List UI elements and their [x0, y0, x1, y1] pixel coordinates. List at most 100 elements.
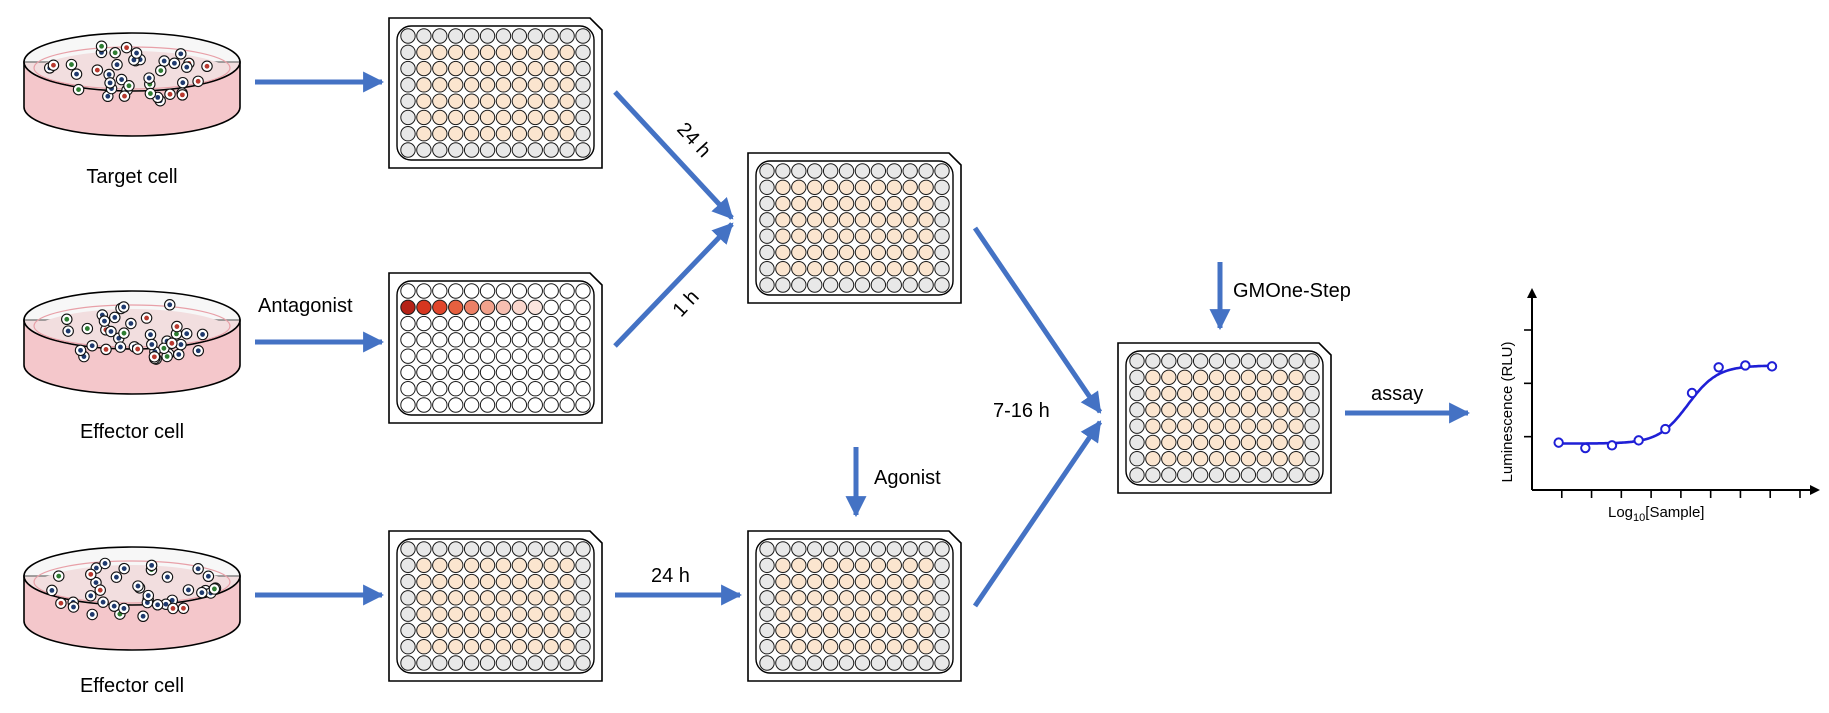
plate-well [416, 381, 432, 397]
cell-nucleus [88, 593, 94, 599]
cell-nucleus [107, 80, 113, 86]
plate-well [934, 244, 950, 261]
cell-nucleus [89, 343, 95, 349]
plate-inner-rim [396, 280, 595, 416]
plate-well [495, 126, 512, 142]
plate-well [807, 590, 823, 606]
plate-well [432, 93, 448, 109]
plate-well [870, 195, 887, 212]
plate-well [511, 557, 528, 573]
plate-well [495, 364, 512, 381]
plate-well [1224, 467, 1241, 483]
cell-nucleus [114, 62, 120, 68]
cell-nucleus [121, 330, 127, 336]
cell-nucleus [195, 566, 201, 572]
plate-well [448, 541, 464, 557]
plate-well [432, 655, 448, 671]
plate-well [416, 109, 432, 126]
plate-well [838, 244, 855, 261]
plate-well [902, 541, 918, 557]
plate-well [543, 622, 559, 639]
plate-well [527, 77, 543, 93]
plate-well [791, 163, 807, 179]
chart-axes [1527, 288, 1820, 495]
plate-well [511, 60, 528, 77]
plate-well [775, 244, 791, 261]
plate-well [400, 622, 416, 639]
plate-well [575, 381, 591, 397]
plate-well [432, 315, 448, 332]
plate-well [870, 573, 887, 590]
plate-well [807, 228, 823, 244]
cell-nucleus [204, 63, 210, 69]
cell-nucleus [78, 347, 83, 353]
cell-nucleus [178, 342, 184, 347]
plate-well [934, 573, 950, 590]
plate-well [886, 212, 902, 228]
plate-well [934, 655, 950, 671]
plate-well [543, 655, 559, 671]
cell-nucleus [128, 321, 134, 326]
arrow-mix-to-final [972, 226, 1103, 414]
plate-well [1145, 385, 1161, 402]
plate-well [902, 163, 918, 179]
plate-well [870, 606, 887, 622]
plate-well [463, 93, 480, 109]
plate-well [479, 606, 496, 622]
plate-well [527, 557, 543, 573]
plate-well [527, 655, 543, 671]
plate-well [448, 573, 464, 590]
plate-well [775, 261, 791, 277]
plate-well [479, 93, 496, 109]
assay-label: assay [1371, 383, 1423, 405]
cell-nucleus [147, 91, 153, 96]
plate-well [400, 109, 416, 126]
cell-nucleus [112, 50, 118, 56]
plate-well [1177, 353, 1193, 369]
plate-well [575, 283, 591, 299]
plate-well [791, 639, 807, 655]
plate-well [575, 590, 591, 606]
plate-well [543, 109, 559, 126]
plate-well [1272, 402, 1288, 418]
cell-nucleus [161, 345, 167, 351]
plate-well [759, 244, 775, 261]
cell-nucleus [163, 601, 169, 607]
plate-well [479, 44, 496, 60]
plate-well [918, 590, 934, 606]
plate-well [791, 228, 807, 244]
plate-well [416, 299, 432, 315]
plate-well [791, 606, 807, 622]
cell-nucleus [131, 57, 137, 63]
time-24h-label-b: 24 h [651, 565, 690, 587]
plate-well [511, 93, 528, 109]
plate-well [559, 655, 575, 671]
plate-well [527, 109, 543, 126]
plate-well [527, 381, 543, 397]
plate-well [559, 332, 575, 348]
cell-nucleus [99, 43, 104, 49]
plate-well [1288, 353, 1304, 369]
plate-well [838, 163, 855, 179]
plate-well [886, 228, 902, 244]
plate-well [543, 332, 559, 348]
plate-well [495, 573, 512, 590]
plate-well [918, 244, 934, 261]
chart-ticks [1524, 329, 1801, 498]
plate-well [934, 590, 950, 606]
plate-well [1272, 434, 1288, 451]
plate-well [807, 244, 823, 261]
plate-well [902, 261, 918, 277]
plate-well [807, 557, 823, 573]
plate-well [432, 142, 448, 158]
plate-well [575, 541, 591, 557]
plate-well [759, 228, 775, 244]
plate-well [527, 639, 543, 655]
cell-nucleus [172, 60, 177, 66]
plate-well [511, 283, 528, 299]
time-1h-label: 1 h [669, 286, 704, 321]
plate-well [902, 590, 918, 606]
plate-well [463, 109, 480, 126]
plate-well [822, 541, 839, 557]
plate-well [463, 299, 480, 315]
